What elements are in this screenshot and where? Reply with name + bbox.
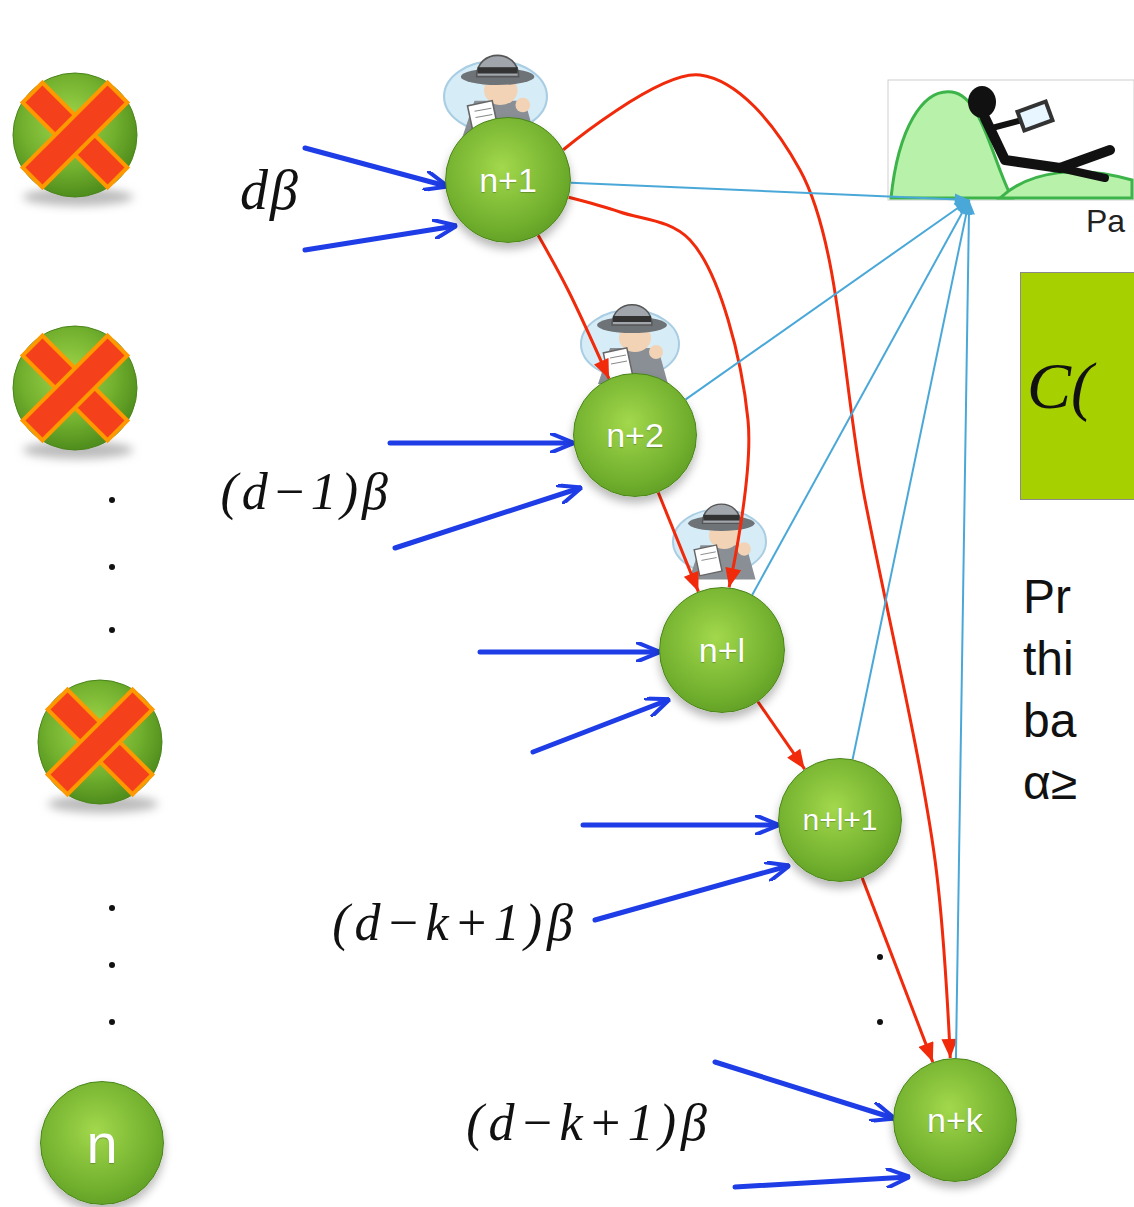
crossed-node [23,83,128,188]
collector-link [571,183,969,200]
ellipsis-dots [877,1019,883,1025]
eavesdropper-icon [581,305,679,384]
data-collector-icon [985,118,1110,168]
data-collector-icon [1060,168,1105,178]
node-label: n+l+1 [802,803,877,837]
repair-link [538,235,609,378]
input-arrow [305,148,908,1187]
input-arrow [390,441,572,446]
data-collector-icon [968,86,996,118]
formula-box: C( [1020,272,1134,500]
ellipsis-dots [109,627,115,633]
data-collector-icon [1015,99,1055,133]
crossed-node [48,690,153,795]
note-text: Pr thi ba α≥ [1023,566,1077,814]
data-collector-icon [1020,104,1050,128]
input-arrow [480,650,658,655]
eavesdropper-icon [673,504,766,579]
bandwidth-label: (d−k+1)β [332,893,578,953]
input-arrow [595,866,788,920]
input-arrow [735,1177,908,1187]
ellipsis-dots [877,954,883,960]
input-arrow [533,700,668,752]
storage-node: n [40,1081,164,1205]
data-collector: Pa [888,80,1134,200]
repair-link [862,878,933,1062]
node-label: n+l [699,631,745,670]
repair-link [758,702,805,769]
data-collector-icon [888,80,1134,200]
node-label: n+1 [479,161,537,200]
ellipsis-dots [109,564,115,570]
crossed-node [48,690,153,795]
bandwidth-label: (d−k+1)β [466,1093,712,1153]
crossed-node [13,326,137,450]
ellipsis-dots [109,497,883,1025]
ellipsis-dots [109,905,115,911]
crossed-node [38,680,162,804]
storage-node: n+l [659,587,785,713]
input-arrow [395,488,580,548]
collector-link [853,200,970,759]
repair-link [569,197,749,587]
input-arrow [715,1062,893,1118]
eavesdropper-icon [444,55,766,579]
input-arrow [583,823,777,828]
crossed-node [23,336,128,441]
crossed-node [13,73,137,206]
crossed-node [13,73,137,197]
bandwidth-label: (d−1)β [220,462,392,522]
input-arrow [305,148,446,186]
storage-node: n+2 [573,373,697,497]
collector-link [956,200,969,1058]
data-collector-icon [888,80,1134,200]
node-label: C( [1021,348,1093,424]
storage-node: n+l+1 [778,758,902,882]
ellipsis-dots [109,497,115,503]
crossed-node [13,326,137,459]
crossed-node [38,680,162,813]
crossed-node [23,336,128,441]
collector-link [752,200,969,595]
node-label: n+k [927,1101,983,1140]
storage-node: n+k [893,1058,1017,1182]
storage-node: n+1 [445,117,571,243]
node-label: n+2 [606,416,664,455]
input-arrow [305,226,455,250]
collector-link [686,200,969,399]
crossed-node [23,83,128,188]
data-collector-icon [1000,172,1132,198]
ellipsis-dots [109,1019,115,1025]
repair-link [658,492,698,591]
node-label: n [86,1111,117,1176]
bandwidth-label: dβ [240,158,300,222]
node-caption: Pa [1086,204,1125,239]
ellipsis-dots [109,962,115,968]
